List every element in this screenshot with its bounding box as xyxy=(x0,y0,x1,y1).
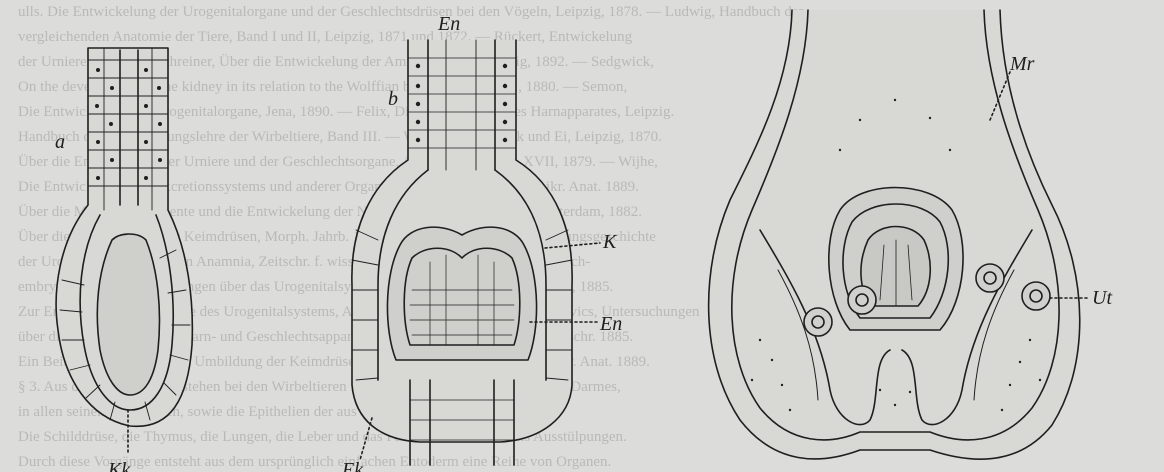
panel-b-letter: b xyxy=(388,88,398,110)
panel-c-ut-label: Ut xyxy=(1092,287,1112,309)
panel-b-en-right-label: En xyxy=(599,313,622,335)
panel-b-en-top-label: En xyxy=(437,13,460,35)
panel-c: Mr Ut xyxy=(709,10,1113,459)
panel-a-letter: a xyxy=(55,131,65,153)
panel-c-mr-label: Mr xyxy=(1009,53,1035,75)
panel-a-kk-label: Kk xyxy=(107,459,131,472)
panel-b: En b K En Ek xyxy=(341,13,622,472)
panel-b-k-label: K xyxy=(602,231,618,253)
panel-b-ek-label: Ek xyxy=(341,459,364,472)
panel-a: a Kk xyxy=(55,48,192,472)
